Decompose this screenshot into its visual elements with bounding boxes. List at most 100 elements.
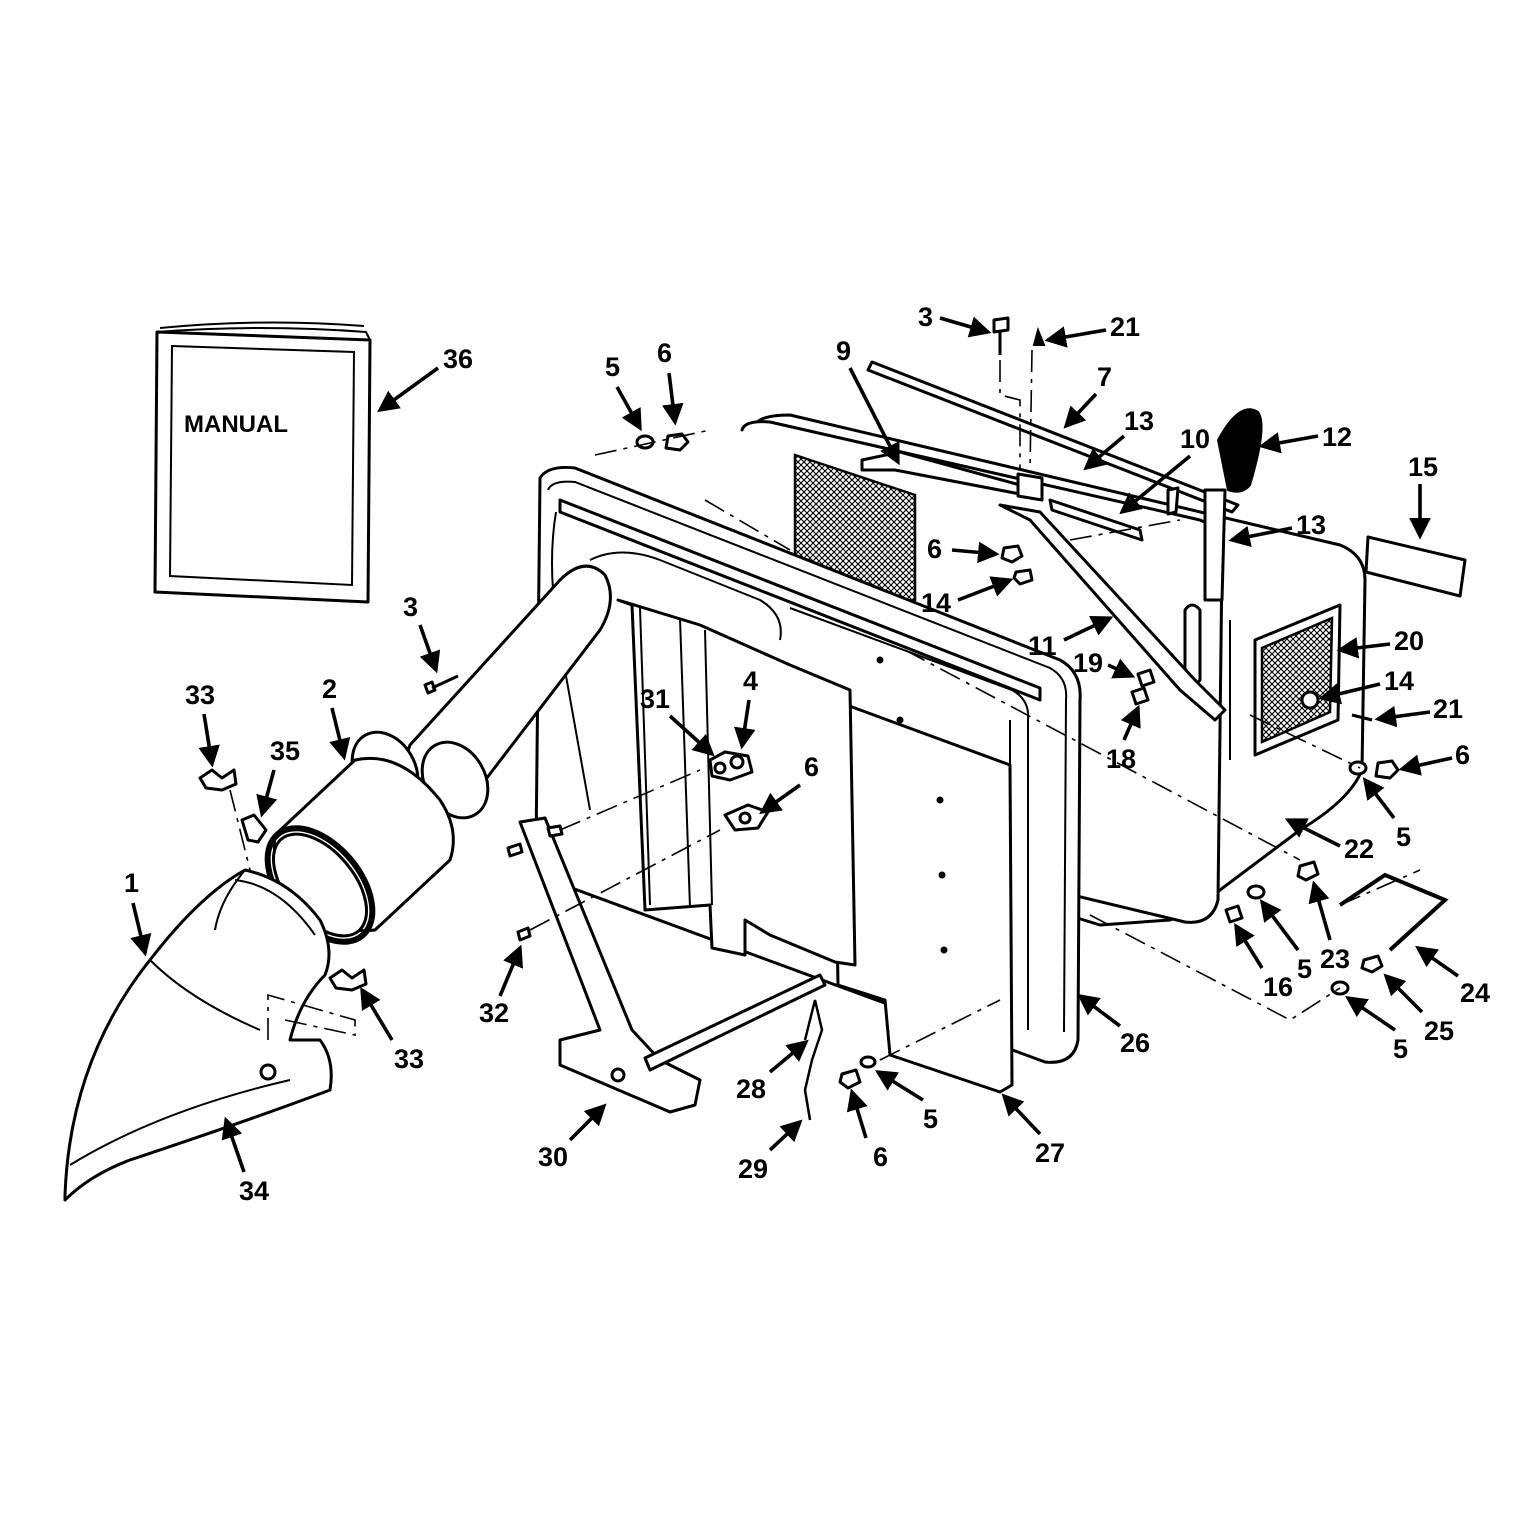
callout-15: 15 <box>1408 452 1438 540</box>
callout-25: 25 <box>1383 973 1454 1046</box>
svg-text:23: 23 <box>1320 944 1350 974</box>
callout-26: 26 <box>1077 993 1150 1058</box>
callout-21-right: 21 <box>1374 694 1463 728</box>
callout-5-bottomright: 5 <box>1345 995 1408 1064</box>
svg-text:18: 18 <box>1106 744 1136 774</box>
callout-11: 11 <box>1028 616 1114 661</box>
svg-text:5: 5 <box>1393 1034 1408 1064</box>
callout-13-top: 13 <box>1083 406 1154 471</box>
intake-nozzle <box>63 868 333 1202</box>
callout-7: 7 <box>1063 362 1112 429</box>
callout-36: 36 <box>377 344 473 413</box>
callout-18: 18 <box>1106 704 1141 774</box>
callout-14-center: 14 <box>921 576 1014 618</box>
svg-text:1: 1 <box>124 868 139 898</box>
callout-28: 28 <box>736 1039 809 1104</box>
callout-21-top: 21 <box>1044 312 1140 348</box>
u-bolt <box>1338 869 1449 952</box>
callout-14-right: 14 <box>1318 666 1414 705</box>
callout-29: 29 <box>738 1119 803 1184</box>
svg-text:30: 30 <box>538 1142 568 1172</box>
svg-text:19: 19 <box>1073 648 1103 678</box>
svg-text:32: 32 <box>479 998 509 1028</box>
callout-5-lowright: 5 <box>1259 899 1312 984</box>
upper-linkage <box>860 360 1263 722</box>
svg-text:5: 5 <box>605 352 620 382</box>
svg-text:21: 21 <box>1433 694 1463 724</box>
svg-text:14: 14 <box>1384 666 1414 696</box>
callout-13-right: 13 <box>1228 510 1326 548</box>
svg-text:9: 9 <box>836 336 851 366</box>
callout-3-top: 3 <box>918 302 992 338</box>
svg-text:11: 11 <box>1028 631 1057 661</box>
svg-text:4: 4 <box>743 666 758 696</box>
svg-text:5: 5 <box>1297 954 1312 984</box>
callout-33-bottom: 33 <box>360 986 424 1074</box>
svg-text:28: 28 <box>736 1074 766 1104</box>
svg-text:13: 13 <box>1296 510 1326 540</box>
svg-text:6: 6 <box>1455 740 1470 770</box>
svg-text:35: 35 <box>270 736 300 766</box>
svg-text:22: 22 <box>1344 834 1374 864</box>
svg-text:20: 20 <box>1394 626 1424 656</box>
svg-text:3: 3 <box>918 302 933 332</box>
callout-16: 16 <box>1234 922 1293 1002</box>
svg-text:5: 5 <box>923 1104 938 1134</box>
callout-6-panel: 6 <box>759 752 819 815</box>
svg-text:29: 29 <box>738 1154 768 1184</box>
svg-text:6: 6 <box>804 752 819 782</box>
callout-31: 31 <box>640 684 715 757</box>
svg-text:34: 34 <box>239 1176 269 1206</box>
svg-text:14: 14 <box>921 588 951 618</box>
callout-labels: 1 2 3 3 4 5 5 5 <box>124 302 1490 1206</box>
svg-text:33: 33 <box>185 680 215 710</box>
svg-text:24: 24 <box>1460 978 1490 1008</box>
svg-text:26: 26 <box>1120 1028 1150 1058</box>
callout-6-center: 6 <box>927 534 1000 564</box>
adapter-tube <box>264 756 455 945</box>
svg-text:33: 33 <box>394 1044 424 1074</box>
callout-6-right: 6 <box>1398 740 1470 776</box>
svg-text:2: 2 <box>322 674 337 704</box>
svg-text:36: 36 <box>443 344 473 374</box>
manual-cover-title: MANUAL <box>184 411 288 438</box>
callout-6-bottom: 6 <box>846 1088 888 1172</box>
callout-30: 30 <box>538 1103 607 1172</box>
svg-text:6: 6 <box>657 338 672 368</box>
svg-text:15: 15 <box>1408 452 1438 482</box>
callout-2: 2 <box>322 674 351 761</box>
callout-4: 4 <box>734 666 758 750</box>
svg-text:16: 16 <box>1263 972 1293 1002</box>
svg-text:21: 21 <box>1110 312 1140 342</box>
svg-text:25: 25 <box>1424 1016 1454 1046</box>
callout-35: 35 <box>256 736 300 818</box>
decal <box>1364 535 1467 598</box>
svg-text:27: 27 <box>1035 1138 1065 1168</box>
assembly-center-lines <box>229 349 1361 1061</box>
callout-32: 32 <box>479 944 524 1028</box>
mounting-bracket <box>518 816 827 1114</box>
callout-20: 20 <box>1336 626 1424 659</box>
callout-5-right: 5 <box>1362 777 1411 852</box>
callout-10: 10 <box>1119 424 1210 515</box>
callout-5-topleft: 5 <box>605 352 642 432</box>
svg-text:6: 6 <box>927 534 942 564</box>
callout-3-left: 3 <box>403 592 441 674</box>
callout-9: 9 <box>836 336 900 466</box>
svg-text:5: 5 <box>1396 822 1411 852</box>
svg-text:12: 12 <box>1322 422 1352 452</box>
svg-text:13: 13 <box>1124 406 1154 436</box>
callout-12: 12 <box>1258 422 1352 454</box>
svg-text:6: 6 <box>873 1142 888 1172</box>
operator-manual: MANUAL <box>153 321 372 604</box>
callout-19: 19 <box>1073 648 1136 679</box>
callout-34: 34 <box>221 1116 269 1206</box>
baffle-plate <box>831 698 1014 1094</box>
callout-6-topleft: 6 <box>657 338 684 426</box>
svg-text:7: 7 <box>1097 362 1112 392</box>
callout-5-bottom: 5 <box>874 1070 938 1134</box>
mounting-panel <box>616 598 904 967</box>
svg-text:10: 10 <box>1180 424 1210 454</box>
callout-24: 24 <box>1415 945 1490 1008</box>
